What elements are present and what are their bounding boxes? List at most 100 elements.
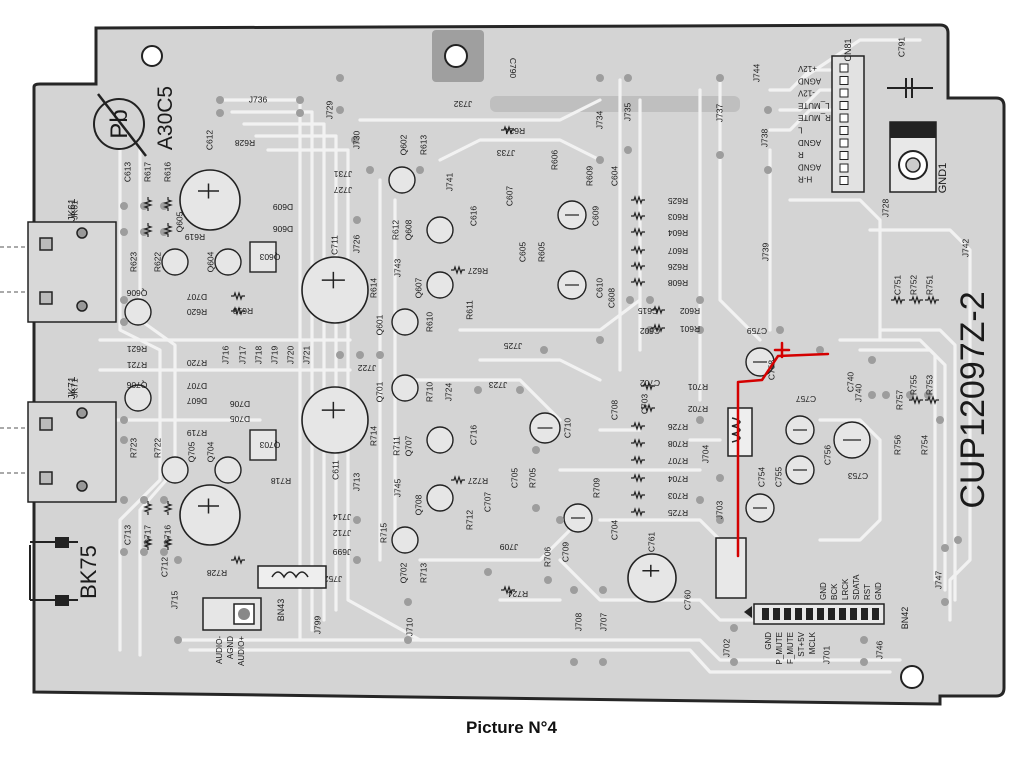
component-label: R712 <box>464 510 474 531</box>
component-label: D707 <box>187 292 208 302</box>
bn42-pin-label: GND <box>819 582 828 600</box>
c791-cap <box>887 78 933 98</box>
component-label: R622 <box>152 252 162 273</box>
bn42-pin-label: F_MUTE <box>786 632 795 664</box>
component-label: R617 <box>142 162 152 183</box>
component-label: J716 <box>220 346 230 365</box>
component-label: J741 <box>444 173 454 192</box>
component-label: J699 <box>333 547 352 557</box>
component-label: R604 <box>668 228 689 238</box>
component-label: D609 <box>273 202 294 212</box>
component-label: Q603 <box>259 252 280 262</box>
component-label: R709 <box>591 478 601 499</box>
component-label: J727 <box>334 185 353 195</box>
component-label: R620 <box>187 307 208 317</box>
component-label: R619 <box>185 232 206 242</box>
bn42-pin-label: ST+5V <box>797 631 806 656</box>
component-label: R711 <box>391 436 401 456</box>
component-label: R714 <box>368 426 378 447</box>
component-label: C751 <box>892 275 902 296</box>
part-number: CUP12097Z-2 <box>954 291 992 508</box>
component-label: J728 <box>880 199 890 218</box>
mounting-holes <box>141 44 924 689</box>
component-label: R610 <box>424 312 434 333</box>
component-label: J730 <box>351 131 361 150</box>
component-label: J703 <box>714 501 724 520</box>
component-label: C791 <box>896 37 906 58</box>
component-label: D706 <box>230 399 251 409</box>
component-label: C612 <box>204 130 214 151</box>
component-label: J732 <box>454 99 473 109</box>
component-label: J709 <box>500 542 519 552</box>
bn42-pin-label: RST <box>863 584 872 600</box>
component-label: J735 <box>622 103 632 122</box>
bn42-pin-label: SDATA <box>852 574 861 600</box>
component-label: C610 <box>594 278 604 299</box>
cn81-pin-label: R_MUTE <box>798 113 831 122</box>
component-label: C709 <box>560 542 570 563</box>
component-label: J701 <box>821 646 831 665</box>
components <box>120 74 962 666</box>
bn42-pin-label: GND <box>764 632 773 650</box>
component-label: C759 <box>747 326 768 336</box>
component-label: J707 <box>598 613 608 632</box>
component-label: J739 <box>760 243 770 262</box>
rework-marker <box>736 341 830 558</box>
cn81-label: CN81 <box>843 38 853 61</box>
component-label: J747 <box>933 571 943 590</box>
component-label: C760 <box>682 590 692 611</box>
component-label: R612 <box>390 220 400 241</box>
component-label: R757 <box>894 390 904 411</box>
component-label: J720 <box>285 346 295 365</box>
component-label: R618 <box>233 306 254 316</box>
audio-pin-label: AUDIO+ <box>237 636 246 666</box>
component-label: R627 <box>468 266 489 276</box>
component-label: R720 <box>187 358 208 368</box>
jk71-label: JK71 <box>67 376 78 399</box>
component-label: C716 <box>468 425 478 446</box>
component-label: R628 <box>235 138 256 148</box>
component-label: JK71 <box>69 378 79 398</box>
component-label: C616 <box>468 206 478 227</box>
bk-label: BK75 <box>76 545 101 599</box>
component-label: R723 <box>128 438 138 459</box>
component-label: Q606 <box>126 288 147 298</box>
cn81-pin-label: L_MUTE <box>798 101 830 110</box>
bn42-pin-label: P_MUTE <box>775 632 784 664</box>
component-label: R625 <box>668 196 689 206</box>
inductor-l751 <box>727 407 753 457</box>
component-label: J746 <box>874 641 884 660</box>
cn81-pin-label: -12V <box>797 89 815 98</box>
component-label: J702 <box>721 639 731 658</box>
component-label: R608 <box>668 278 689 288</box>
component-label: R710 <box>424 382 434 403</box>
cn81-pin-label: +12V <box>797 64 817 73</box>
component-label: R605 <box>536 242 546 263</box>
component-label: J726 <box>351 235 361 254</box>
component-label: R719 <box>187 428 208 438</box>
component-label: J745 <box>392 479 402 498</box>
component-label: C713 <box>122 525 132 546</box>
component-label: C753 <box>848 471 869 481</box>
component-label: Q707 <box>403 435 413 456</box>
component-label: Q704 <box>205 441 215 462</box>
component-label: D707 <box>187 381 208 391</box>
component-label: R609 <box>584 166 594 187</box>
component-label: Q706 <box>126 380 147 390</box>
component-label: C615 <box>638 306 659 316</box>
component-label: C712 <box>159 557 169 578</box>
component-label: R624 <box>505 126 526 136</box>
component-label: C740 <box>845 372 855 393</box>
board-outline <box>32 23 1006 706</box>
jk61-label: JK61 <box>67 198 78 221</box>
component-label: Q601 <box>374 314 384 335</box>
component-label: R713 <box>418 563 428 584</box>
component-label: R621 <box>127 344 148 354</box>
component-label: J740 <box>853 384 863 403</box>
component-label: C704 <box>609 520 619 541</box>
component-label: R756 <box>892 435 902 456</box>
component-label: R626 <box>668 262 689 272</box>
pb-free-logo: Pb <box>93 93 147 157</box>
component-label: C756 <box>822 445 832 466</box>
